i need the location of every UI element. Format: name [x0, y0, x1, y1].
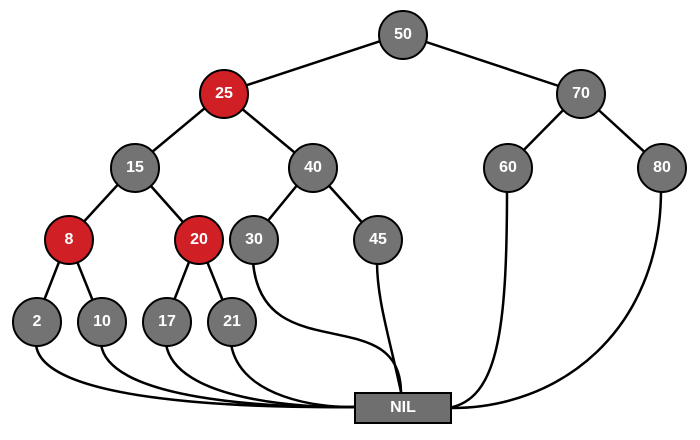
nil-link-80	[447, 189, 663, 410]
tree-node-2: 2	[12, 297, 62, 347]
edge-50-70	[401, 32, 581, 95]
nil-link-21	[229, 343, 355, 409]
tree-node-50: 50	[378, 10, 428, 60]
tree-node-25: 25	[199, 69, 249, 119]
tree-node-70: 70	[556, 69, 606, 119]
nil-link-10	[99, 343, 355, 409]
tree-node-20: 20	[174, 215, 224, 265]
tree-node-21: 21	[207, 297, 257, 347]
nil-sentinel-box: NIL	[354, 392, 452, 424]
tree-node-17: 17	[142, 297, 192, 347]
tree-node-8: 8	[44, 215, 94, 265]
nil-link-17	[164, 343, 355, 409]
tree-node-40: 40	[288, 143, 338, 193]
nil-link-45	[375, 261, 403, 393]
edge-50-25	[222, 32, 403, 95]
tree-node-30: 30	[229, 215, 279, 265]
tree-node-80: 80	[637, 143, 687, 193]
tree-node-15: 15	[110, 143, 160, 193]
nil-link-60	[447, 189, 509, 410]
tree-node-10: 10	[77, 297, 127, 347]
nil-link-2	[34, 343, 355, 409]
tree-node-60: 60	[483, 143, 533, 193]
tree-node-45: 45	[353, 215, 403, 265]
